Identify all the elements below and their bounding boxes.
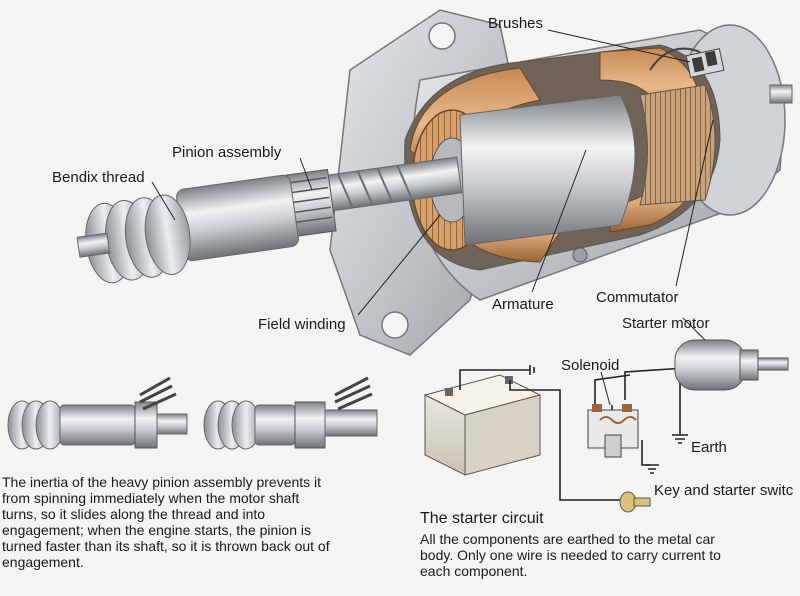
label-earth: Earth: [691, 439, 727, 456]
starter-motor-housing: [329, 9, 793, 356]
circuit-description-line: All the components are earthed to the me…: [420, 531, 715, 547]
circuit-description-line: each component.: [420, 563, 528, 579]
label-field-winding: Field winding: [258, 316, 346, 333]
label-pinion-assembly: Pinion assembly: [172, 144, 282, 161]
pinion-engaged: [203, 376, 378, 450]
inertia-line: The inertia of the heavy pinion assembly…: [2, 474, 322, 490]
circuit-description-line: body. Only one wire is needed to carry c…: [420, 547, 721, 563]
label-armature: Armature: [492, 296, 554, 313]
inertia-line: engagement.: [2, 554, 84, 570]
circuit-solenoid: [587, 404, 639, 458]
label-commutator: Commutator: [596, 289, 679, 306]
label-key-switch: Key and starter switc: [654, 482, 794, 499]
pinion-disengaged: [7, 376, 188, 450]
label-brushes: Brushes: [488, 15, 544, 32]
circuit-title: The starter circuit: [420, 510, 544, 527]
inertia-line: turns, so it slides along the thread and…: [2, 506, 266, 522]
circuit-starter-motor: [674, 339, 789, 391]
inertia-line: from spinning immediately when the motor…: [2, 490, 300, 506]
shaft-and-pinion: [76, 156, 463, 284]
label-bendix-thread: Bendix thread: [52, 169, 145, 186]
circuit-battery: [423, 374, 542, 476]
inertia-line: engagement; when the engine starts, the …: [2, 522, 311, 538]
circuit-key: [619, 491, 651, 513]
inertia-line: turned faster than its shaft, so it is t…: [2, 538, 330, 554]
label-starter-motor: Starter motor: [622, 315, 710, 332]
leader-lines: [151, 29, 714, 406]
inertia-explanation: The inertia of the heavy pinion assembly…: [2, 474, 412, 570]
label-solenoid: Solenoid: [561, 357, 620, 374]
circuit-description: All the components are earthed to the me…: [420, 531, 798, 579]
bendix-spring: [76, 194, 191, 284]
